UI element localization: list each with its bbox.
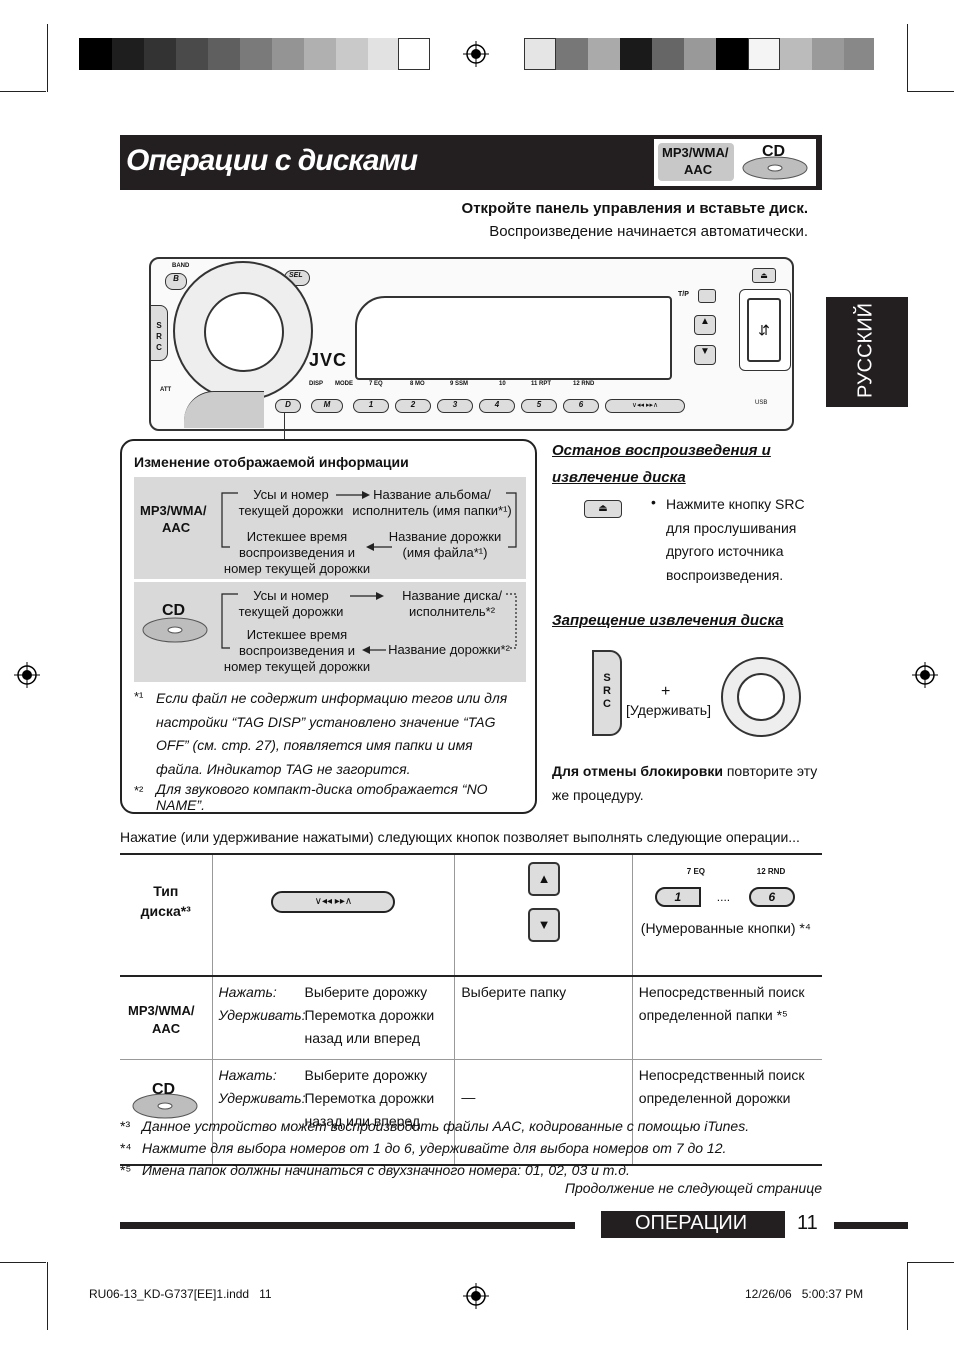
- note-2: Для звукового компакт-диска отображается…: [156, 781, 488, 813]
- tp-label: T/P: [678, 291, 689, 298]
- col-disc-type: Тип диска*³: [120, 853, 212, 977]
- row-cd-skip: Нажать:Выберите дорожку Удерживать:Перем…: [211, 1059, 455, 1166]
- disp-button[interactable]: D: [275, 399, 301, 413]
- intro-note: Воспроизведение начинается автоматически…: [489, 223, 808, 240]
- cd-disc-icon: [742, 156, 808, 180]
- footer-rule-right: [834, 1222, 908, 1229]
- intro-instruction: Откройте панель управления и вставьте ди…: [461, 200, 808, 217]
- mp3-wma-aac-badge: MP3/WMA/ AAC: [658, 143, 734, 181]
- registration-mark-icon: [463, 41, 489, 67]
- continued-note: Продолжение не следующей странице: [564, 1180, 822, 1196]
- row-mp3-type: MP3/WMA/ AAC: [120, 976, 212, 1060]
- number-1-key[interactable]: 1: [654, 887, 701, 907]
- eject-key-illustration: ⏏: [584, 500, 622, 518]
- detach-button[interactable]: [184, 391, 264, 428]
- bullet: •: [651, 494, 656, 510]
- eject-lock-heading: Запрещение извлечения диска: [552, 612, 784, 629]
- mode-button[interactable]: M: [311, 399, 343, 413]
- usb-slot: ⇵: [739, 289, 791, 371]
- section-label: ОПЕРАЦИИ: [601, 1211, 785, 1238]
- preset-4-button[interactable]: 4: [479, 399, 515, 413]
- volume-knob-illustration: [721, 657, 801, 737]
- operations-table: Тип диска*³ ∨◂◂ ▸▸∧ ▲ ▼ 7 EQ 12 RND 1 ..…: [120, 853, 822, 1166]
- brand-logo: JVC: [309, 350, 348, 370]
- eject-button[interactable]: ⏏: [752, 268, 776, 283]
- preset-buttons: D M 1 2 3 4 5 6 ∨◂◂ ▸▸∧: [275, 399, 695, 415]
- skip-button-illustration[interactable]: ∨◂◂ ▸▸∧: [271, 891, 396, 913]
- up-button[interactable]: ▲: [694, 315, 716, 335]
- preset-1-button[interactable]: 1: [353, 399, 389, 413]
- mp3-cycle-arrows: [221, 491, 517, 551]
- band-label: BAND: [172, 263, 190, 269]
- lock-cancel-text: Для отмены блокировки повторите эту же п…: [552, 763, 818, 803]
- print-date-info: 12/26/06 5:00:37 PM: [745, 1287, 864, 1301]
- hold-label: [Удерживать]: [626, 702, 711, 718]
- plus-sign: +: [661, 683, 671, 700]
- mp3-wma-aac-badge: MP3/WMA/ AAC: [128, 1003, 195, 1036]
- row-cd-type: CD: [120, 1059, 212, 1166]
- preset-5-button[interactable]: 5: [521, 399, 557, 413]
- page-number: 11: [797, 1212, 818, 1234]
- cd-disc-icon: [132, 1093, 198, 1119]
- lcd-display: [355, 296, 672, 380]
- cd-badge: CD: [130, 1076, 200, 1120]
- usb-icon: ⇵: [747, 298, 781, 362]
- registration-mark-icon: [912, 662, 938, 688]
- stop-eject-heading: Останов воспроизведения и извлечение дис…: [552, 442, 771, 486]
- display-info-title: Изменение отображаемой информации: [134, 454, 409, 470]
- cd-cycle-arrows: [221, 592, 517, 654]
- print-file-info: RU06-13_KD-G737[EE]1.indd 11: [89, 1287, 272, 1301]
- usb-label: USB: [755, 400, 768, 406]
- row-mp3-updown: Выберите папку: [454, 976, 633, 1060]
- track-skip-button[interactable]: ∨◂◂ ▸▸∧: [605, 399, 685, 413]
- footer-rule-left: [120, 1222, 575, 1229]
- down-key-illustration[interactable]: ▼: [528, 908, 560, 942]
- col-skip-button: ∨◂◂ ▸▸∧: [211, 853, 455, 977]
- band-button[interactable]: B: [165, 273, 187, 290]
- registration-mark-icon: [463, 1283, 489, 1309]
- disc-type-badges: MP3/WMA/ AAC CD: [654, 139, 816, 186]
- mp3-wma-aac-badge: MP3/WMA/ AAC: [140, 503, 207, 535]
- cd-badge: CD: [140, 600, 210, 644]
- att-label: ATT: [160, 387, 172, 393]
- registration-mark-icon: [14, 662, 40, 688]
- row-cd-number: Непосредственный поиск определенной доро…: [631, 1059, 822, 1166]
- row-cd-updown: —: [454, 1059, 633, 1166]
- tp-button[interactable]: [698, 289, 716, 303]
- preset-2-button[interactable]: 2: [395, 399, 431, 413]
- note-1: Если файл не содержит информацию тегов и…: [156, 690, 508, 777]
- down-button[interactable]: ▼: [694, 345, 716, 365]
- col-number-buttons: 7 EQ 12 RND 1 .... 6 (Нумерованные кнопк…: [631, 853, 822, 977]
- up-key-illustration[interactable]: ▲: [528, 862, 560, 896]
- col-updown-buttons: ▲ ▼: [454, 853, 633, 977]
- table-caption: Нажатие (или удерживание нажатыми) следу…: [120, 829, 800, 845]
- row-mp3-number: Непосредственный поиск определенной папк…: [631, 976, 822, 1060]
- preset-3-button[interactable]: 3: [437, 399, 473, 413]
- row-mp3-skip: Нажать:Выберите дорожку Удерживать:Перем…: [211, 976, 455, 1060]
- volume-knob[interactable]: [173, 261, 313, 401]
- number-6-key[interactable]: 6: [748, 887, 795, 907]
- preset-6-button[interactable]: 6: [563, 399, 599, 413]
- stop-eject-text: Нажмите кнопку SRC для прослушивания дру…: [666, 496, 805, 583]
- mp3-cycle-panel: MP3/WMA/ AAC Усы и номер текущей дорожки…: [134, 477, 526, 579]
- cd-cycle-panel: CD Усы и номер текущей дорожки Название …: [134, 582, 526, 682]
- language-tab: РУССКИЙ: [826, 297, 908, 407]
- callout-line: [284, 412, 285, 440]
- page-header: Операции с дисками MP3/WMA/ AAC CD: [120, 135, 822, 190]
- display-info-box: Изменение отображаемой информации MP3/WM…: [120, 439, 537, 814]
- cd-badge: CD: [740, 143, 810, 181]
- page-title: Операции с дисками: [126, 144, 418, 177]
- cd-disc-icon: [142, 617, 208, 643]
